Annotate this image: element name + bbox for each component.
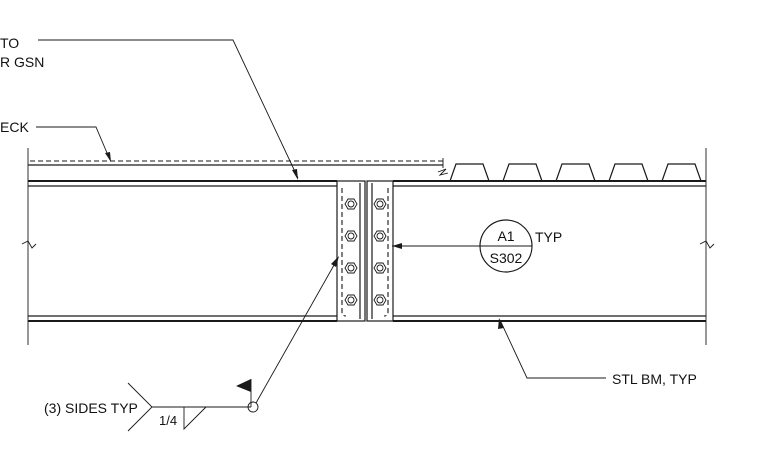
bolt (373, 230, 387, 242)
weld-symbol (127, 379, 259, 432)
weld-size: 1/4 (159, 413, 177, 428)
note-beam: STL BM, TYP (612, 371, 697, 387)
bolt (344, 294, 358, 306)
bolt (344, 262, 358, 274)
section-suffix: TYP (535, 229, 562, 245)
left-beam (21, 148, 443, 345)
bolt (344, 198, 358, 210)
section-sheet-number: S302 (490, 250, 523, 266)
note-top-line1: TO (0, 35, 19, 51)
bolt (373, 262, 387, 274)
leader-lines (36, 39, 606, 408)
bolt-group (344, 198, 387, 306)
bolt (373, 198, 387, 210)
note-weld-sides: (3) SIDES TYP (44, 400, 138, 416)
right-beam (393, 148, 715, 345)
clip-angle-connection (336, 180, 394, 322)
note-deck: ECK (0, 119, 29, 135)
bolt (344, 230, 358, 242)
metal-deck (449, 163, 702, 182)
section-detail-number: A1 (497, 228, 514, 244)
note-top-line2: R GSN (0, 54, 44, 70)
section-marker (479, 219, 533, 273)
bolt (373, 294, 387, 306)
